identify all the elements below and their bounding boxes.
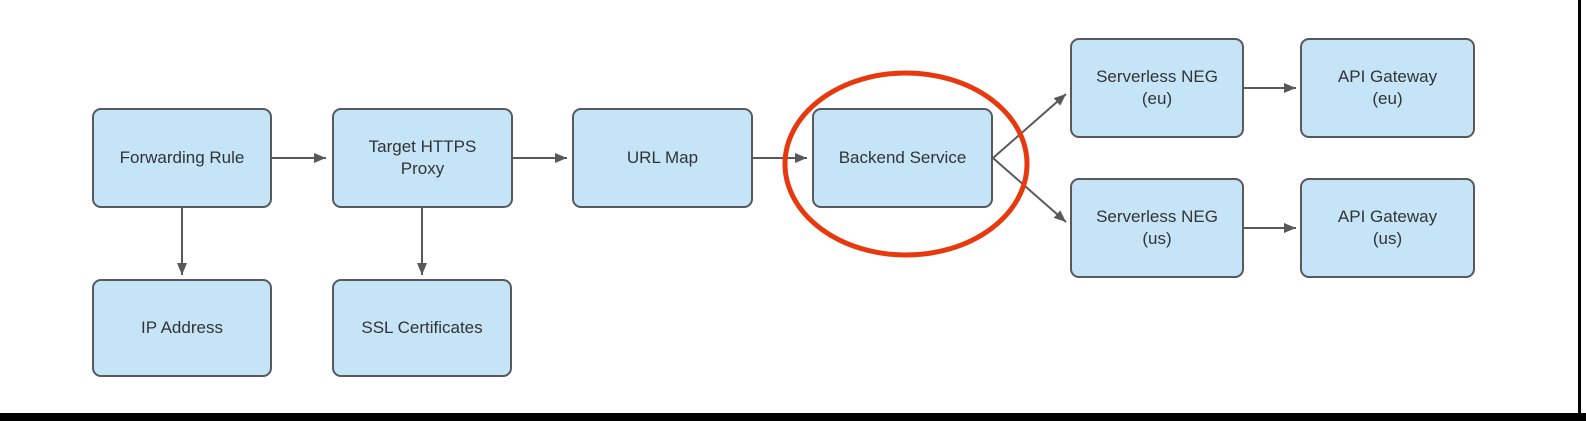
node-label-line1: API Gateway [1337,66,1438,86]
node-serverless-neg-us[interactable]: Serverless NEG (us) [1070,178,1244,278]
node-label-line1: Serverless NEG [1096,66,1218,86]
node-target-https-proxy[interactable]: Target HTTPS Proxy [332,108,513,208]
node-label-line2: Proxy [400,159,445,178]
node-label: Backend Service [838,147,967,167]
node-ssl-certificates[interactable]: SSL Certificates [332,279,512,377]
node-ip-address[interactable]: IP Address [92,279,272,377]
frame-right-edge [1578,0,1581,421]
node-label-line1: Target HTTPS [368,136,477,156]
node-label: SSL Certificates [361,317,483,337]
node-api-gateway-eu[interactable]: API Gateway (eu) [1300,38,1475,138]
node-label-line2: (us) [1142,229,1172,248]
node-label-line2: (us) [1372,229,1403,248]
frame-bottom-edge [0,413,1586,421]
node-label-line1: Serverless NEG [1096,206,1218,226]
node-forwarding-rule[interactable]: Forwarding Rule [92,108,272,208]
node-label: Forwarding Rule [119,147,245,167]
node-url-map[interactable]: URL Map [572,108,753,208]
connector-backend-service-to-serverless-neg-eu[interactable] [992,93,1067,159]
node-label: IP Address [141,317,223,337]
node-backend-service[interactable]: Backend Service [812,108,993,208]
node-label-line1: API Gateway [1337,206,1438,226]
node-label: URL Map [626,147,699,167]
node-label-line2: (eu) [1372,89,1403,108]
connector-backend-service-to-serverless-neg-us[interactable] [992,157,1067,223]
node-label-line2: (eu) [1141,89,1173,108]
node-api-gateway-us[interactable]: API Gateway (us) [1300,178,1475,278]
node-serverless-neg-eu[interactable]: Serverless NEG (eu) [1070,38,1244,138]
